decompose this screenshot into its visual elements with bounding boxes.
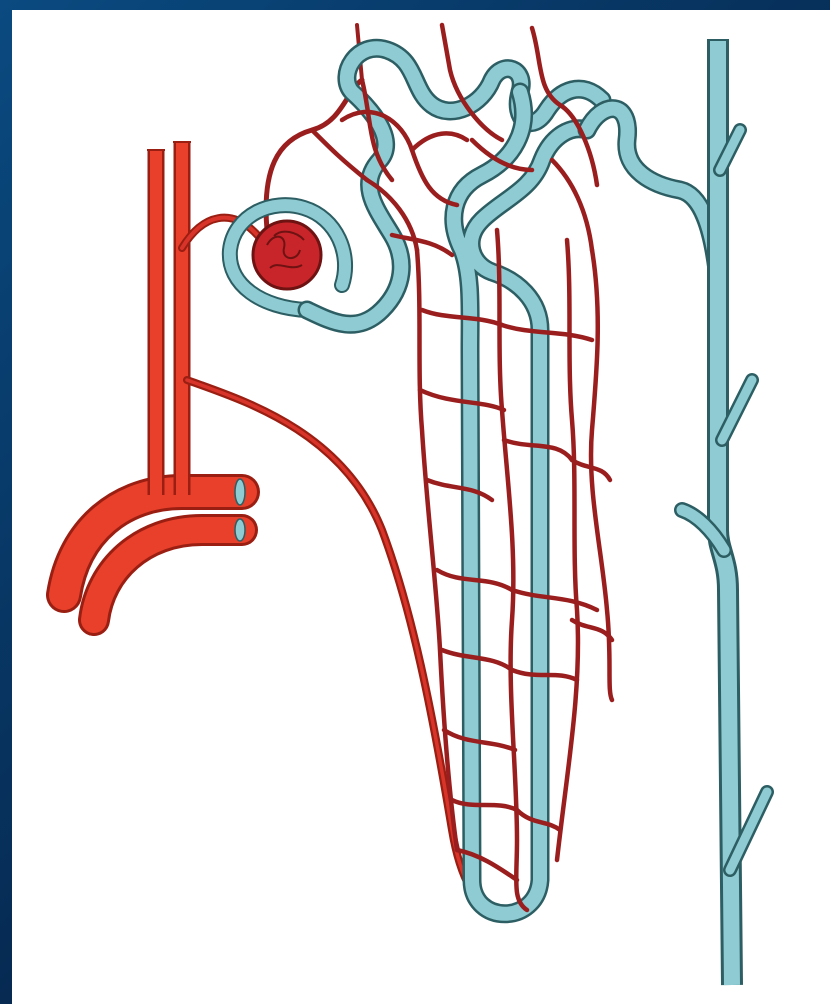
nephron-tubule (307, 48, 717, 914)
nephron-diagram (12, 10, 830, 1004)
diagram-panel (12, 10, 830, 1004)
distal-convoluted-tubule (587, 109, 717, 270)
collecting-duct (682, 40, 767, 985)
renal-artery (64, 142, 245, 620)
glomerulus (253, 221, 321, 289)
